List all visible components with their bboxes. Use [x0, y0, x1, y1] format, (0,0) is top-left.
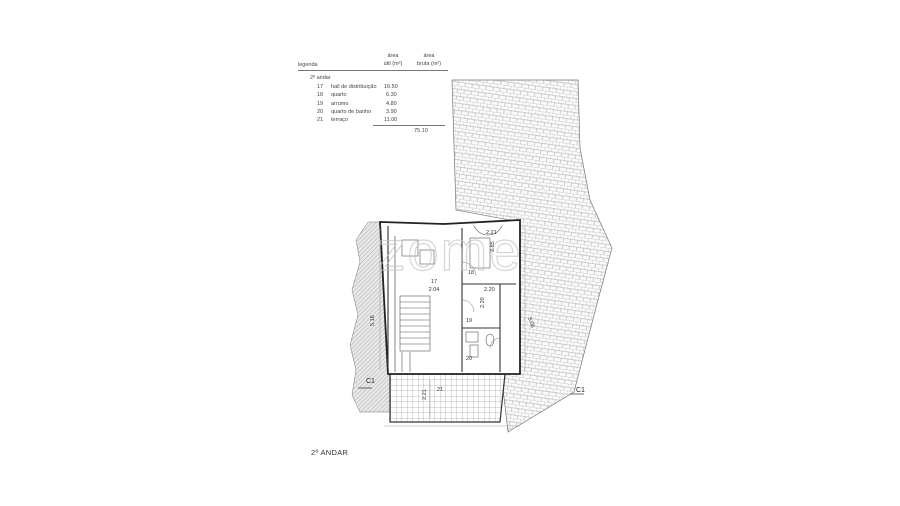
legend-row: 20 quarto de banho 3.90 [298, 108, 448, 116]
legend-total-line [373, 125, 445, 127]
legend-col-bruta-line1: área [423, 53, 435, 59]
terrace-21 [389, 373, 506, 423]
legend-row-num: 21 [317, 117, 324, 124]
room-21-label: 21 [437, 387, 443, 393]
dim-19-top: 2.20 [484, 287, 495, 293]
legend-row-name: quarto [331, 92, 347, 99]
legend-row: 18 quarto 6.30 [298, 91, 448, 99]
legend-total-row: 75.10 [298, 124, 448, 134]
room-19-label: 19 [466, 318, 472, 324]
dim-top: 2.21 [486, 230, 497, 236]
section-label-right: C1 [576, 387, 585, 394]
dim-18-side: 2.85 [490, 241, 496, 252]
dim-roof: 5.06 [526, 317, 535, 329]
room-20-label: 20 [466, 356, 472, 362]
area-legend-table: legenda área útil (m²) área bruta (m²) 2… [298, 48, 448, 134]
legend-row: 21 terraço 11.00 [298, 116, 448, 124]
legend-row: 19 arrumo 4.80 [298, 100, 448, 108]
legend-col-legenda: legenda [298, 62, 318, 68]
watermark: zome [378, 219, 523, 282]
legend-row-num: 18 [317, 92, 324, 99]
legend-row-name: quarto de banho [331, 108, 372, 115]
dim-19-side: 2.20 [480, 297, 486, 308]
legend-row-area: 11.00 [384, 117, 398, 124]
room-17-dim: 2.04 [429, 287, 440, 293]
legend-row-num: 17 [317, 84, 324, 90]
section-marks [358, 387, 584, 395]
legend-col-util-line2: útil (m²) [383, 61, 403, 67]
legend-total: 75.10 [414, 128, 428, 135]
legend-row-num: 19 [317, 100, 324, 107]
legend-row-name: hall de distribuição [331, 84, 377, 90]
legend-row-area: 4.80 [386, 100, 397, 107]
legend-floor: 2º andar [310, 75, 331, 81]
legend-header: legenda área útil (m²) área bruta (m²) [298, 48, 448, 71]
legend-row: 17 hall de distribuição 16.50 [298, 83, 448, 91]
stairs [399, 295, 431, 352]
room-17-label: 17 [431, 279, 437, 285]
floor-outline [379, 219, 521, 375]
legend-row-name: arrumo [331, 100, 349, 107]
legend-col-bruta-line2: bruta (m²) [416, 61, 442, 67]
legend-row-name: terraço [331, 117, 349, 124]
floor-title: 2º ANDAR [311, 448, 349, 457]
legend-row-area: 6.30 [386, 92, 397, 99]
dim-left: 5.16 [370, 315, 376, 326]
legend-col-util-line1: área [387, 53, 399, 59]
legend-row-num: 20 [317, 108, 324, 115]
doors [461, 261, 501, 349]
legend-row-area: 3.90 [386, 108, 397, 115]
dimension-lines [379, 226, 526, 427]
room-18-label: 18 [468, 270, 474, 276]
section-label-left: C1 [366, 378, 375, 385]
legend-row-area: 16.50 [384, 84, 398, 90]
dim-terrace: 2.21 [422, 389, 428, 400]
legend-floor-row: 2º andar [298, 74, 448, 83]
